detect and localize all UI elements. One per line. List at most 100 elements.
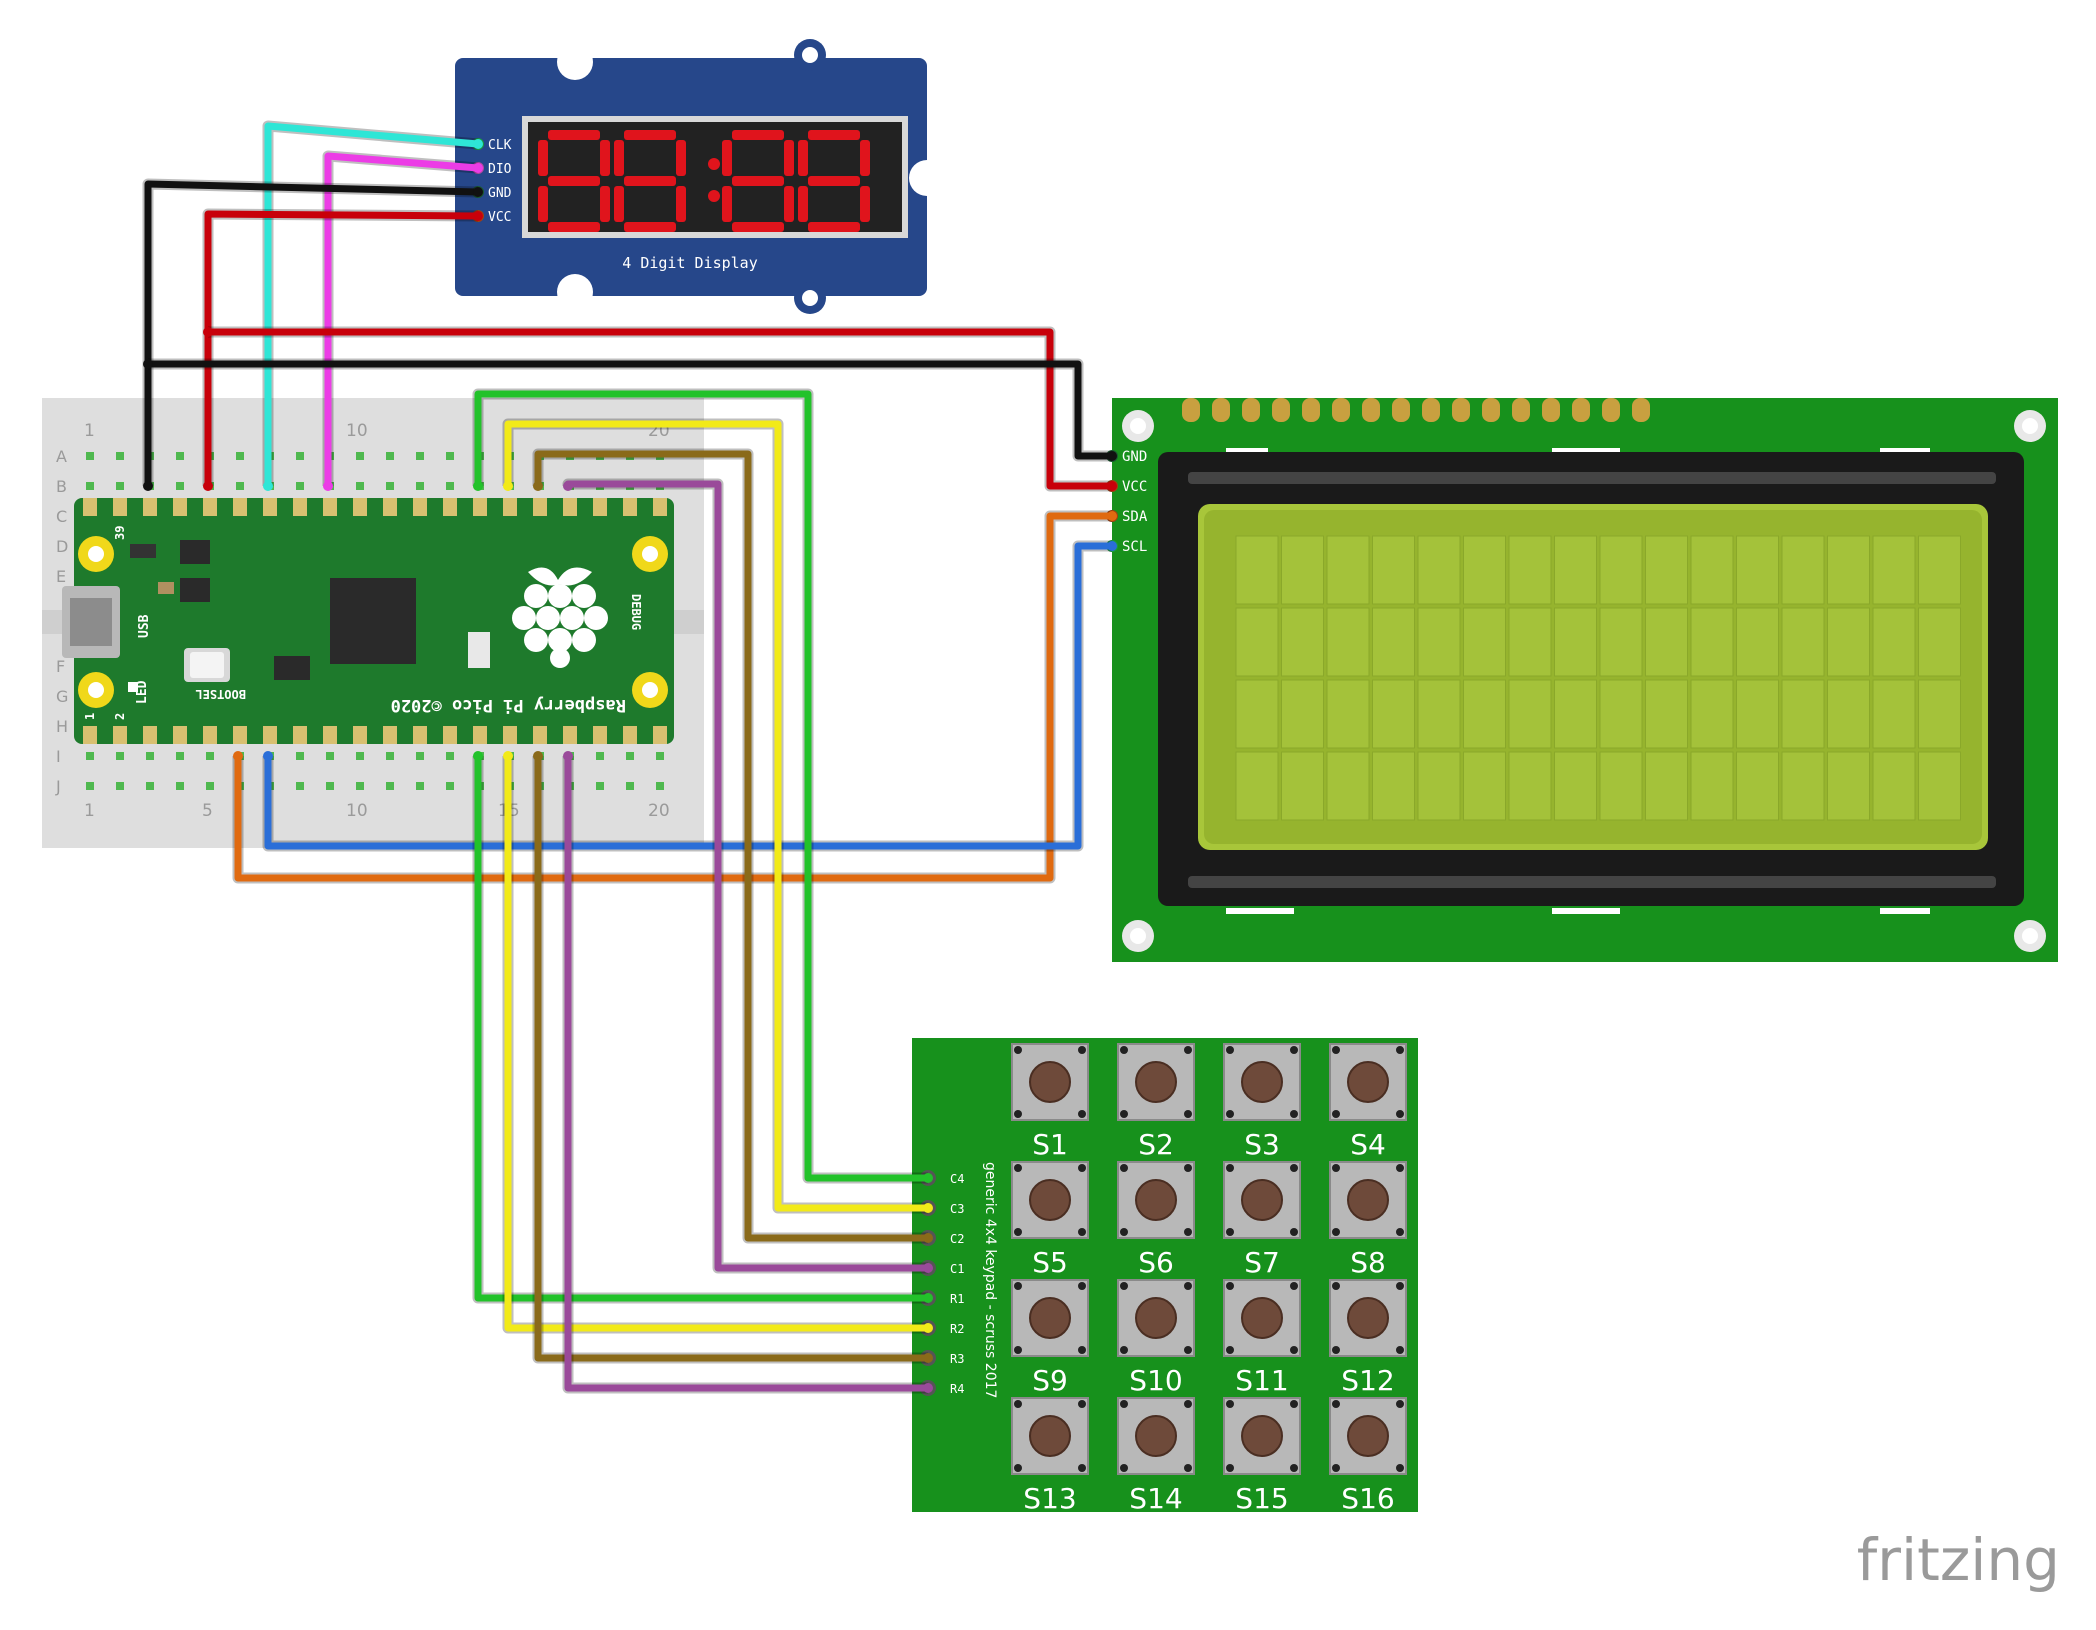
keypad-key-s3[interactable]: S3 [1223,1043,1301,1161]
pico-pin[interactable] [233,498,247,516]
pico-pin[interactable] [83,498,97,516]
breadboard-hole[interactable] [416,452,424,460]
pico-pin[interactable] [203,498,217,516]
breadboard-hole[interactable] [446,482,454,490]
pico-pin[interactable] [533,726,547,744]
keypad-key-s12[interactable]: S12 [1329,1279,1407,1397]
wire-keypad-r4[interactable] [564,756,928,1392]
breadboard-hole[interactable] [356,752,364,760]
pico-pin[interactable] [383,498,397,516]
breadboard-hole[interactable] [176,782,184,790]
wire-display-vcc[interactable] [204,210,479,486]
wire-keypad-r1[interactable] [474,756,928,1302]
keypad-key-s2[interactable]: S2 [1117,1043,1195,1161]
pico-pin[interactable] [353,498,367,516]
pico-pin[interactable] [173,726,187,744]
pico-pin[interactable] [383,726,397,744]
breadboard-hole[interactable] [206,752,214,760]
breadboard-hole[interactable] [596,752,604,760]
pico-pin[interactable] [503,498,517,516]
breadboard-hole[interactable] [386,752,394,760]
pico-pin[interactable] [593,498,607,516]
breadboard-hole[interactable] [626,752,634,760]
wire-sda[interactable] [234,512,1112,882]
breadboard-hole[interactable] [146,782,154,790]
wire-display-gnd[interactable] [144,180,479,486]
pico-pin[interactable] [503,726,517,744]
breadboard-hole[interactable] [206,782,214,790]
wire-keypad-r2[interactable] [504,756,928,1332]
pico-pin[interactable] [293,726,307,744]
pico-pin[interactable] [563,726,577,744]
pico-pin[interactable] [443,726,457,744]
breadboard-hole[interactable] [296,482,304,490]
wire-keypad-c2[interactable] [534,450,928,1242]
keypad-key-s5[interactable]: S5 [1011,1161,1089,1279]
keypad-key-s1[interactable]: S1 [1011,1043,1089,1161]
breadboard-hole[interactable] [116,482,124,490]
pico-pin[interactable] [323,726,337,744]
pico-pin[interactable] [113,498,127,516]
breadboard-hole[interactable] [326,752,334,760]
pico-pin[interactable] [233,726,247,744]
pico-pin[interactable] [293,498,307,516]
breadboard-hole[interactable] [416,482,424,490]
wire-dio[interactable] [324,152,479,486]
breadboard-hole[interactable] [596,782,604,790]
breadboard-hole[interactable] [446,782,454,790]
breadboard-hole[interactable] [356,452,364,460]
breadboard-hole[interactable] [656,752,664,760]
breadboard-hole[interactable] [176,752,184,760]
pico-pin[interactable] [113,726,127,744]
breadboard-hole[interactable] [446,452,454,460]
pico-pin[interactable] [143,726,157,744]
keypad-key-s9[interactable]: S9 [1011,1279,1089,1397]
keypad-key-s14[interactable]: S14 [1117,1397,1195,1515]
pico-pin[interactable] [593,726,607,744]
breadboard-hole[interactable] [86,752,94,760]
pico-pin[interactable] [653,498,667,516]
pico-pin[interactable] [623,726,637,744]
breadboard-hole[interactable] [446,752,454,760]
keypad-key-s6[interactable]: S6 [1117,1161,1195,1279]
wire-keypad-c3[interactable] [504,420,928,1212]
breadboard-hole[interactable] [326,782,334,790]
keypad-key-s7[interactable]: S7 [1223,1161,1301,1279]
pico-pin[interactable] [473,726,487,744]
pico-pin[interactable] [623,498,637,516]
pico-pin[interactable] [413,726,427,744]
breadboard-hole[interactable] [116,452,124,460]
pico-pin[interactable] [353,726,367,744]
pico-pin[interactable] [473,498,487,516]
breadboard-hole[interactable] [416,752,424,760]
pico-pin[interactable] [563,498,577,516]
wire-lcd-gnd[interactable] [148,360,1112,460]
breadboard-hole[interactable] [86,482,94,490]
pico-pin[interactable] [323,498,337,516]
breadboard-hole[interactable] [386,782,394,790]
pico-pin[interactable] [173,498,187,516]
keypad-key-s11[interactable]: S11 [1223,1279,1301,1397]
pico-pin[interactable] [83,726,97,744]
keypad-key-s8[interactable]: S8 [1329,1161,1407,1279]
breadboard-hole[interactable] [86,452,94,460]
keypad-key-s4[interactable]: S4 [1329,1043,1407,1161]
pico-pin[interactable] [263,726,277,744]
pico-pin[interactable] [653,726,667,744]
breadboard-hole[interactable] [296,782,304,790]
breadboard-hole[interactable] [146,752,154,760]
breadboard-hole[interactable] [176,452,184,460]
breadboard-hole[interactable] [86,782,94,790]
breadboard-hole[interactable] [116,782,124,790]
pico-pin[interactable] [263,498,277,516]
breadboard-hole[interactable] [116,752,124,760]
keypad-key-s16[interactable]: S16 [1329,1397,1407,1515]
wire-lcd-vcc[interactable] [208,328,1112,490]
wire-keypad-r3[interactable] [534,756,928,1362]
wire-scl[interactable] [264,542,1112,850]
breadboard-hole[interactable] [386,482,394,490]
pico-pin[interactable] [413,498,427,516]
pico-pin[interactable] [143,498,157,516]
breadboard-hole[interactable] [176,482,184,490]
keypad-key-s13[interactable]: S13 [1011,1397,1089,1515]
